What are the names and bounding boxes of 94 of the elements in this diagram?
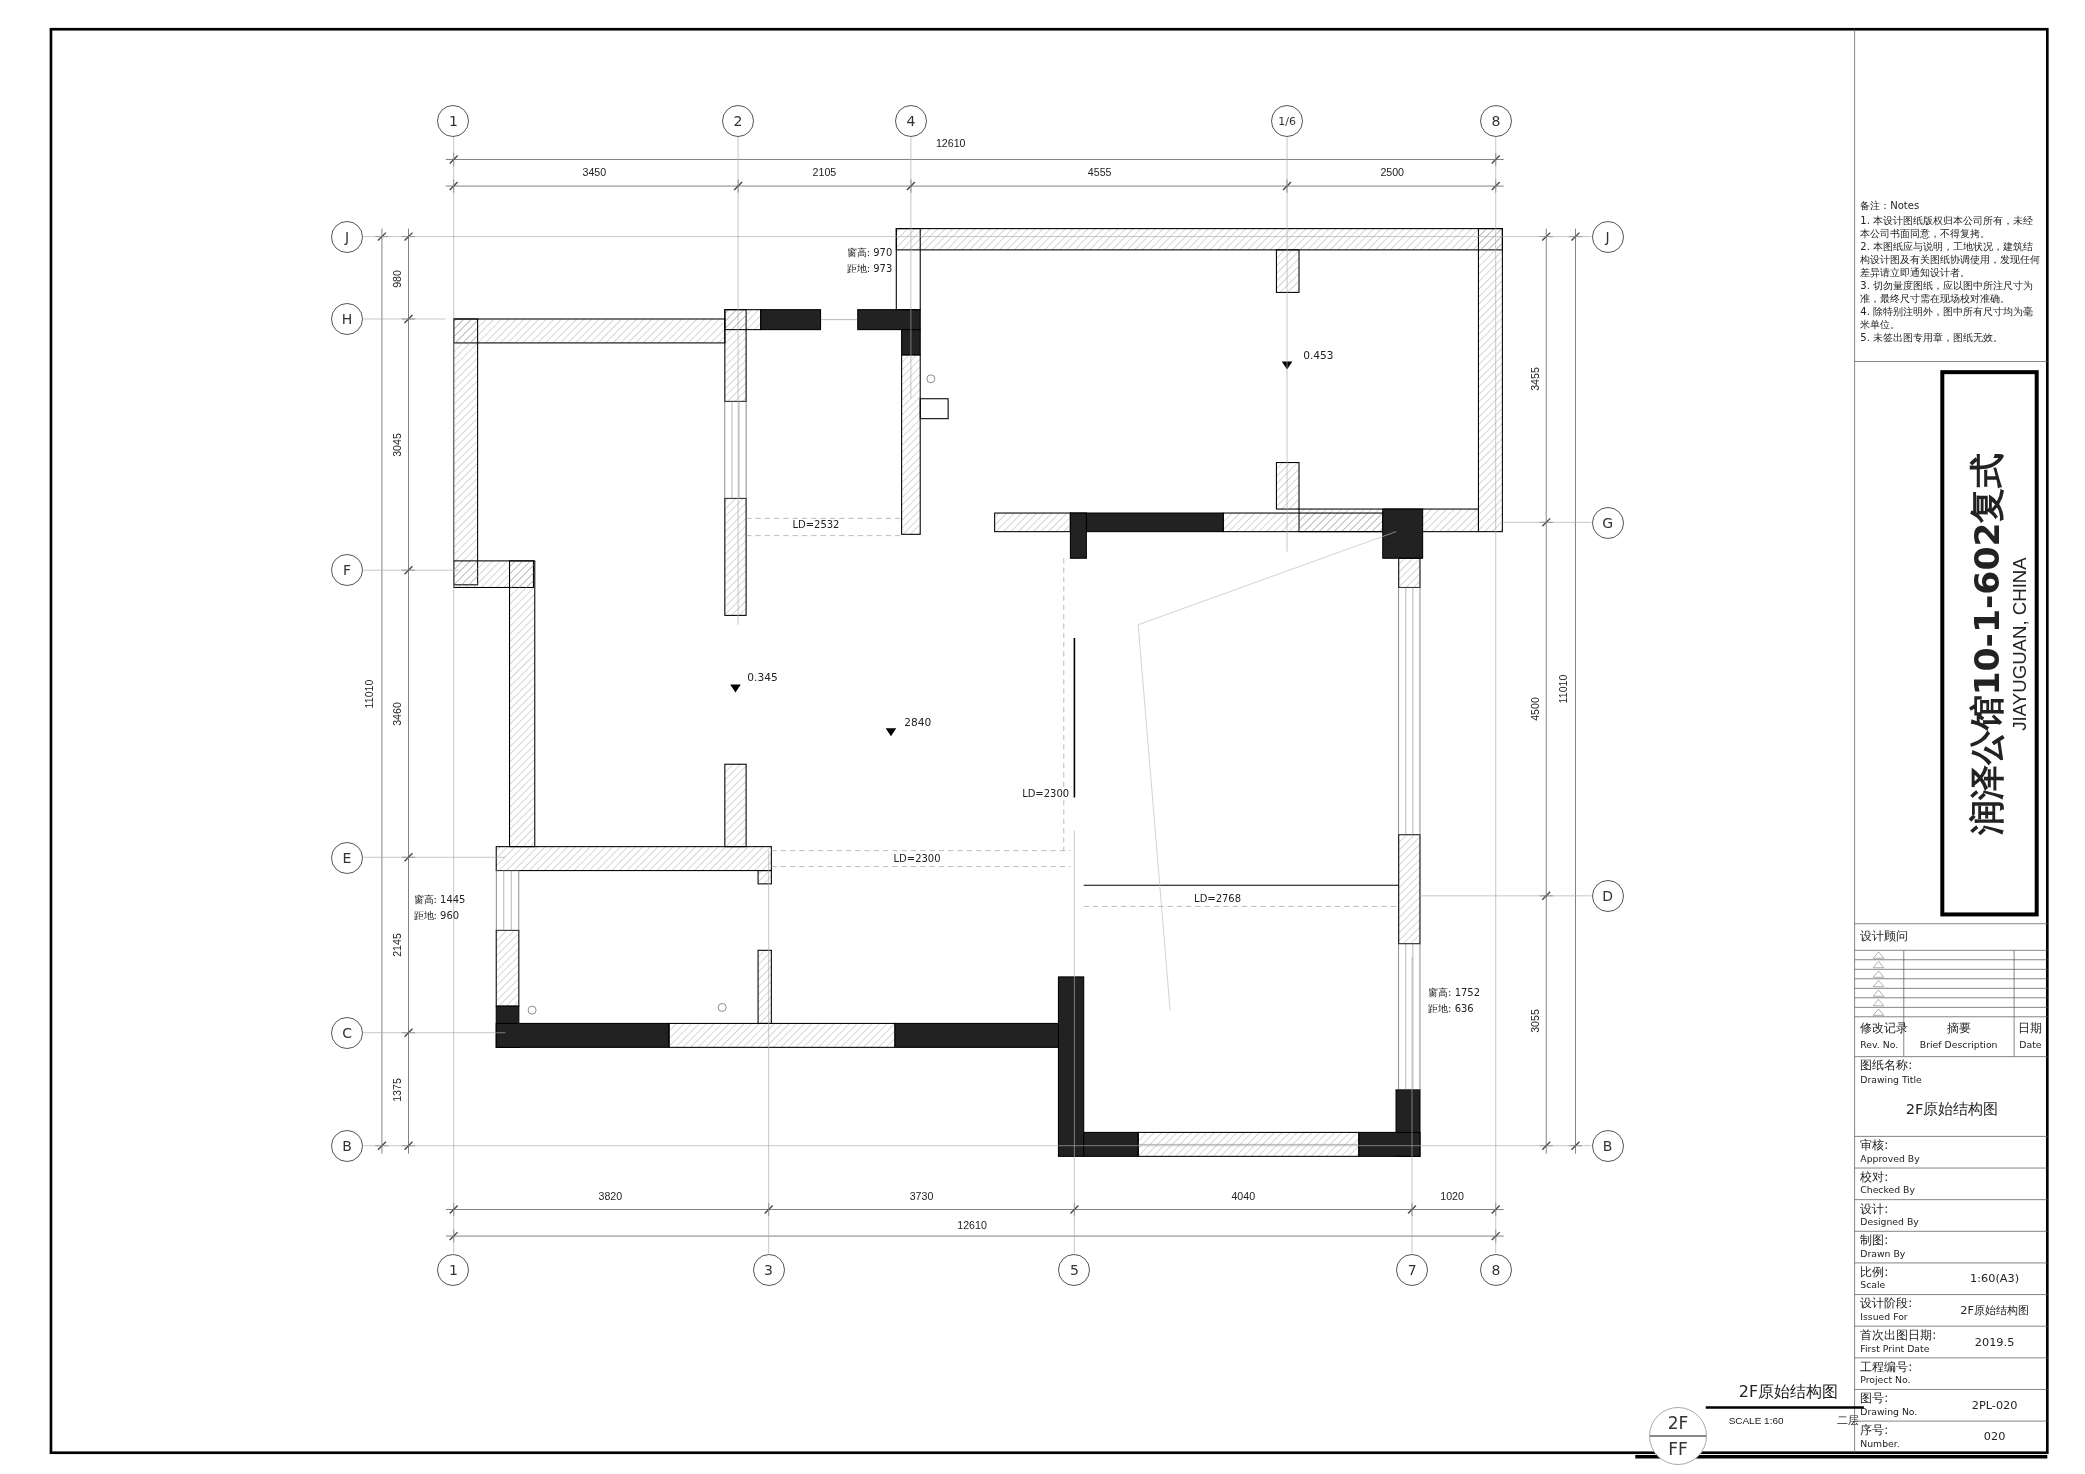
field-label: Designed By	[1860, 1217, 1919, 1228]
grid-line	[363, 1032, 506, 1034]
field-label: 制图:	[1860, 1234, 1889, 1248]
grid-line	[1495, 136, 1497, 1254]
dimension-text: 1020	[1440, 1190, 1464, 1203]
field-label: 设计顾问	[1860, 930, 1909, 944]
field-label: Approved By	[1860, 1153, 1920, 1164]
dimension-text: 11010	[363, 679, 376, 709]
field-label: Date	[2019, 1040, 2042, 1051]
drawing-title: 2F原始结构图	[1905, 1100, 1999, 1117]
dimension-text: 2500	[1380, 167, 1404, 179]
grid-line	[1502, 522, 1592, 523]
window-note: 距地: 973	[846, 263, 893, 275]
grid-line	[363, 856, 506, 858]
field-value: 2F原始结构图	[1960, 1304, 2029, 1318]
dimension-text: 12610	[957, 1220, 987, 1232]
field-label: 设计:	[1860, 1202, 1889, 1217]
floor-text: 二层	[1837, 1415, 1860, 1428]
window-note: 窗高: 1752	[1428, 987, 1480, 999]
drawing-title: 2F原始结构图	[1738, 1383, 1839, 1401]
grid-line	[1411, 956, 1413, 1254]
dimension-text: 4500	[1529, 696, 1542, 721]
grid-line	[1074, 830, 1075, 1254]
level-text: 2840	[904, 717, 932, 730]
window-note: 距地: 636	[1428, 1003, 1474, 1015]
dimension-text: 12610	[935, 137, 966, 150]
field-label: 图纸名称:	[1860, 1059, 1913, 1073]
dimension-text: 980	[391, 270, 404, 289]
dimension-text: 2105	[812, 167, 837, 179]
field-label: 工程编号:	[1860, 1361, 1913, 1375]
grid-line	[737, 136, 739, 626]
note-text: 5. 未签出图专用章，图纸无效。	[1860, 331, 2004, 345]
field-label: 首次出图日期:	[1860, 1329, 1937, 1343]
field-label: 审核:	[1860, 1139, 1889, 1153]
door-height-note: LD=2532	[792, 519, 840, 531]
note-text: 4. 除特别注明外，图中所有尺寸均为毫米单位。	[1860, 305, 2034, 332]
field-value: 1:60(A3)	[1970, 1273, 2020, 1286]
field-label: Issued For	[1860, 1311, 1908, 1323]
field-label: Scale	[1860, 1280, 1886, 1291]
grid-line	[453, 136, 455, 1254]
field-label: Brief Description	[1919, 1040, 1998, 1051]
dimension-text: 3450	[582, 167, 607, 179]
field-label: Checked By	[1860, 1185, 1915, 1196]
dimension-text: 3730	[909, 1190, 934, 1203]
field-label: 序号:	[1860, 1424, 1889, 1438]
door-height-note: LD=2768	[1194, 893, 1242, 905]
door-height-note: LD=2300	[893, 853, 941, 865]
level-text: 0.453	[1303, 350, 1334, 363]
dimension-text: 3460	[391, 702, 404, 726]
field-label: 摘要	[1946, 1022, 1971, 1036]
field-label: 校对:	[1860, 1171, 1889, 1185]
field-label: 设计阶段:	[1860, 1297, 1913, 1312]
field-label: Drawn By	[1860, 1248, 1906, 1259]
grid-line	[363, 569, 460, 571]
notes-heading: 备注：Notes	[1860, 199, 1921, 213]
grid-line	[768, 850, 770, 1254]
grid-line	[910, 136, 912, 400]
field-value: 2019.5	[1974, 1336, 2015, 1350]
dimension-text: 3820	[598, 1190, 623, 1203]
dimension-text: 3045	[391, 433, 404, 458]
field-label: First Print Date	[1860, 1343, 1930, 1354]
field-label: Drawing No.	[1860, 1406, 1918, 1418]
field-label: Project No.	[1860, 1375, 1911, 1386]
dimension-text: 4555	[1087, 167, 1112, 179]
dimension-text: 1375	[391, 1078, 404, 1103]
field-value: 2PL-020	[1971, 1399, 2018, 1412]
field-label: Number.	[1860, 1438, 1900, 1449]
window-note: 窗高: 1445	[413, 894, 466, 906]
level-text: 0.345	[747, 672, 778, 684]
field-label: 比例:	[1860, 1266, 1889, 1280]
dimension-text: 2145	[391, 933, 404, 958]
door-height-note: LD=2300	[1022, 788, 1070, 800]
scale-text: SCALE 1:60	[1728, 1416, 1784, 1427]
drawing-symbol-circle: 2F FF	[1648, 1406, 1708, 1466]
dimension-text: 3455	[1529, 367, 1542, 391]
field-label: 图号:	[1860, 1392, 1889, 1406]
field-value: 020	[1983, 1431, 2006, 1444]
field-label: 修改记录	[1860, 1022, 1909, 1036]
grid-line	[1419, 895, 1592, 897]
field-label: Drawing Title	[1860, 1074, 1922, 1085]
note-text: 1. 本设计图纸版权归本公司所有，未经本公司书面同意，不得复拷。	[1860, 214, 2034, 241]
project-location: JIAYUGUAN, CHINA	[2009, 556, 2031, 731]
dimension-text: 4040	[1231, 1190, 1256, 1203]
window-note: 距地: 960	[413, 910, 460, 922]
dimension-text: 3055	[1529, 1009, 1542, 1034]
note-text: 2. 本图纸应与说明，工地状况，建筑结构设计图及有关图纸协调使用，发现任何差异请立即通知设计者。	[1860, 240, 2042, 280]
note-text: 3. 切勿量度图纸，应以图中所注尺寸为准，最终尺寸需在现场校对准确。	[1860, 279, 2034, 306]
project-title: 润泽公馆10-1-602复式	[1967, 452, 2006, 836]
field-label: 日期	[2018, 1022, 2043, 1036]
field-label: Rev. No.	[1860, 1040, 1899, 1051]
grid-line	[363, 1145, 1592, 1147]
window-note: 窗高: 970	[846, 247, 893, 259]
dimension-text: 11010	[1557, 674, 1570, 704]
grid-line	[363, 236, 1592, 237]
